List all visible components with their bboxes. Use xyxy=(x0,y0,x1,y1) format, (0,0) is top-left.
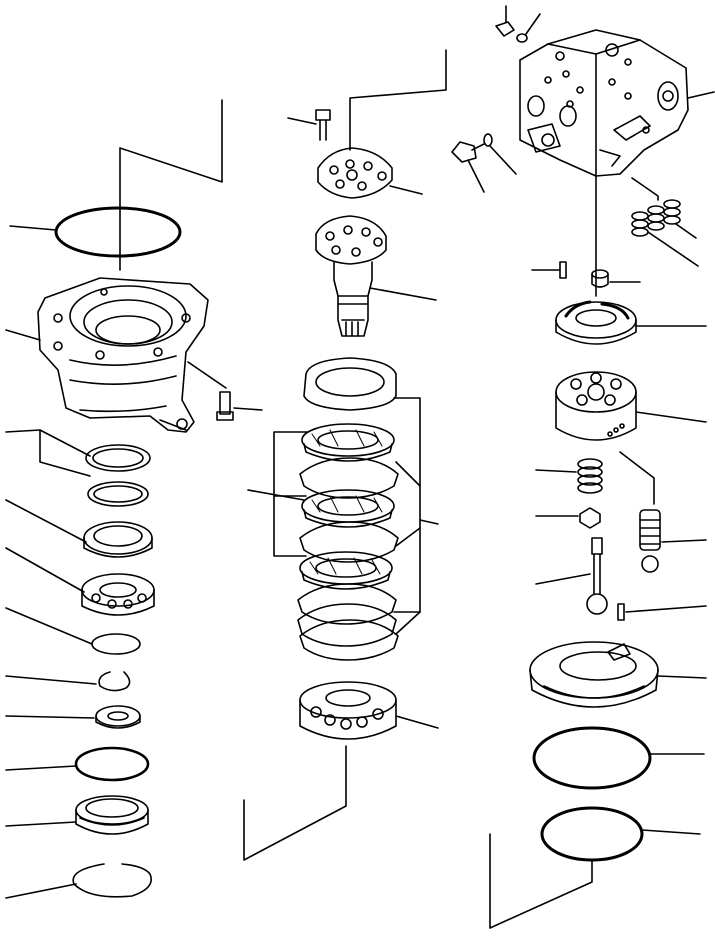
bracket-plates xyxy=(394,398,420,612)
brake-plate-1 xyxy=(304,358,396,410)
friction-disc-1 xyxy=(302,424,394,461)
bracket-plate-c xyxy=(396,612,420,634)
plug-bolt xyxy=(496,6,514,36)
shim-2-inner xyxy=(94,486,142,502)
leader-center-shaft xyxy=(536,574,590,584)
leader-small-bearing xyxy=(6,716,94,718)
friction-disc-2 xyxy=(302,490,394,527)
shim-1-inner xyxy=(93,449,143,467)
leader-friction-discs xyxy=(248,490,304,500)
spacer xyxy=(592,270,608,287)
bracket-friction-discs xyxy=(274,432,308,556)
leader-shim-1 xyxy=(40,430,90,456)
leader-screw xyxy=(288,118,316,124)
bracket-plate-a xyxy=(396,462,420,486)
plate-2 xyxy=(300,458,398,498)
spring xyxy=(578,459,602,493)
plug-bolt-2 xyxy=(452,134,492,162)
nut xyxy=(580,508,600,528)
screw xyxy=(316,110,330,140)
valve-plate xyxy=(556,302,636,344)
o-ring xyxy=(56,208,180,256)
shim-1 xyxy=(86,445,150,471)
retaining-ring xyxy=(99,672,129,691)
plate-5 xyxy=(298,604,396,646)
small-bearing xyxy=(96,706,140,728)
leader-snap-ring xyxy=(6,608,92,644)
check-spring-set xyxy=(632,200,680,236)
oil-seal xyxy=(84,522,152,557)
leader-plug-o-ring xyxy=(490,146,516,174)
o-ring-2 xyxy=(76,748,148,780)
leader-o-ring-small xyxy=(526,14,540,34)
plate-6 xyxy=(300,620,398,660)
leader-oil-seal xyxy=(6,500,86,542)
leader-taper-bearing xyxy=(396,716,438,728)
snap-ring xyxy=(92,634,140,654)
leader-housing-bolt xyxy=(234,408,262,410)
center-column xyxy=(244,50,446,860)
o-ring-4 xyxy=(542,808,642,860)
leader-o-ring-2 xyxy=(6,766,76,770)
cylinder-block xyxy=(556,372,636,440)
leader-motor-housing xyxy=(6,330,40,340)
bracket-plate-b xyxy=(396,528,420,546)
leader-check-springs-b xyxy=(676,224,696,238)
snap-ring-2 xyxy=(73,864,151,897)
center-bracket-bottom xyxy=(244,746,346,860)
bracket-piston xyxy=(620,452,654,504)
leader-output-shaft xyxy=(370,288,436,300)
housing-bolt xyxy=(188,362,233,420)
left-column xyxy=(6,100,262,898)
roller-bearing xyxy=(82,574,154,615)
leader-seal-retainer xyxy=(6,822,76,826)
right-bracket-bottom xyxy=(490,834,592,928)
leader-o-ring-4 xyxy=(642,830,700,834)
right-column xyxy=(452,6,714,928)
taper-bearing xyxy=(300,682,396,739)
center-shaft xyxy=(587,538,607,614)
seal-retainer xyxy=(76,796,148,834)
swash-plate xyxy=(530,642,658,707)
leader-plates xyxy=(420,520,438,524)
leader-piston xyxy=(662,540,706,542)
output-shaft xyxy=(316,216,386,336)
leader-swash-plate xyxy=(658,676,706,678)
leader-roller-bearing xyxy=(6,548,84,592)
bracket-check-springs xyxy=(632,178,658,200)
pin xyxy=(618,604,624,620)
leader-retaining-ring xyxy=(6,676,96,684)
leader-retainer-plate xyxy=(390,186,422,194)
motor-housing xyxy=(38,278,208,432)
leader-pin xyxy=(626,606,706,612)
center-bracket-top xyxy=(350,50,446,150)
leader-plug-bolt-2 xyxy=(468,160,484,192)
leader-cylinder-block xyxy=(636,412,706,422)
leader-o-ring xyxy=(10,226,56,230)
leader-snap-ring-2 xyxy=(6,884,76,898)
leader-valve-block xyxy=(688,92,714,98)
leader-check-springs xyxy=(648,232,698,266)
leader-bracket-shims xyxy=(6,430,90,476)
valve-block xyxy=(520,30,688,176)
o-ring-small xyxy=(517,34,527,42)
leader-spring xyxy=(536,470,576,472)
o-ring-3 xyxy=(534,728,650,788)
dowel-pin xyxy=(560,262,566,278)
piston-assembly xyxy=(640,510,660,572)
shim-2 xyxy=(88,482,148,506)
retainer-plate xyxy=(318,148,392,198)
